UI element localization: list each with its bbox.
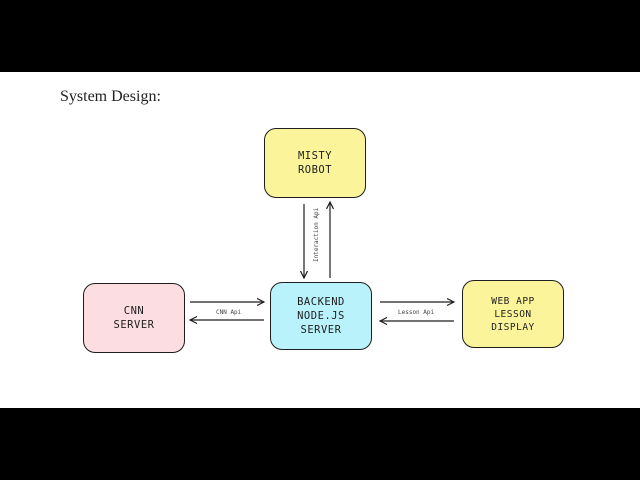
- node-backend-server: BACKEND NODE.JS SERVER: [270, 282, 372, 350]
- node-label: CNN SERVER: [113, 305, 155, 331]
- slide: System Design: Interaction Api CNN Api L…: [0, 72, 640, 408]
- slide-title: System Design:: [60, 88, 161, 105]
- node-label: WEB APP LESSON DISPLAY: [491, 295, 535, 333]
- edge-label-lesson: Lesson Api: [398, 309, 435, 316]
- edge-label-interaction: Interaction Api: [313, 207, 320, 262]
- node-label: MISTY ROBOT: [297, 150, 333, 176]
- node-label: BACKEND NODE.JS SERVER: [297, 296, 345, 336]
- node-cnn-server: CNN SERVER: [83, 283, 185, 353]
- node-misty-robot: MISTY ROBOT: [264, 128, 366, 198]
- diagram-edges: Interaction Api CNN Api Lesson Api: [0, 72, 640, 408]
- node-webapp-lesson-display: WEB APP LESSON DISPLAY: [462, 280, 564, 348]
- edge-label-cnn: CNN Api: [216, 309, 242, 316]
